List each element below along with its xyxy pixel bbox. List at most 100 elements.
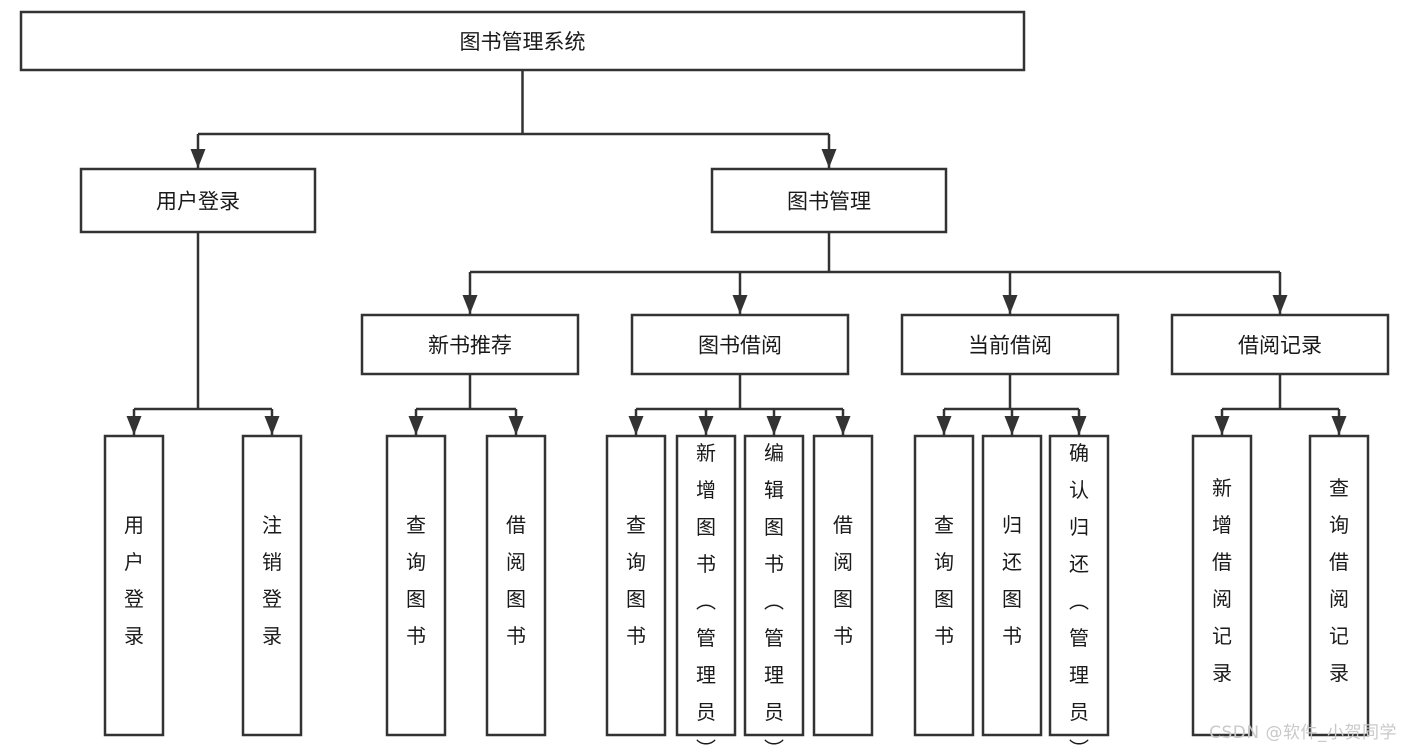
node-label-char: 录 bbox=[1329, 661, 1349, 685]
node-label-char: 阅 bbox=[1329, 587, 1349, 611]
node-label-char: 借 bbox=[1212, 550, 1232, 574]
node-label-char: 管 bbox=[1069, 626, 1089, 650]
node-label-char: 管 bbox=[696, 626, 716, 650]
node-label-char: 增 bbox=[696, 478, 716, 502]
node-label-char: 图 bbox=[626, 587, 646, 611]
node-label-char: 书 bbox=[934, 624, 954, 648]
node-label: 图书管理 bbox=[787, 190, 871, 214]
node-label-char: ︶ bbox=[1069, 737, 1089, 747]
arrow-head-icon bbox=[766, 416, 782, 435]
node-label-char: 注 bbox=[262, 513, 282, 537]
node-level3-3[interactable]: 借阅记录 bbox=[1170, 313, 1390, 376]
node-label-char: 录 bbox=[262, 624, 282, 648]
node-label-char: ︶ bbox=[696, 737, 716, 747]
arrow-head-icon bbox=[1004, 416, 1020, 435]
node-label-char: 理 bbox=[696, 663, 716, 687]
arrow-head-icon bbox=[1071, 416, 1087, 435]
node-label-char: 询 bbox=[626, 550, 646, 574]
node-label-char: 用 bbox=[124, 513, 144, 537]
arrow-head-icon bbox=[821, 149, 837, 168]
arrow-head-icon bbox=[408, 416, 424, 435]
node-level3-2[interactable]: 当前借阅 bbox=[900, 313, 1120, 376]
node-box bbox=[79, 167, 317, 234]
node-label-char: 理 bbox=[764, 663, 784, 687]
node-box bbox=[19, 10, 1026, 72]
arrow-head-icon bbox=[1331, 416, 1347, 435]
node-label: 借阅记录 bbox=[1238, 334, 1322, 358]
node-label-char: 书 bbox=[1002, 624, 1022, 648]
node-level3-1[interactable]: 图书借阅 bbox=[630, 313, 850, 376]
node-label-char: 辑 bbox=[764, 478, 784, 502]
node-label-char: 记 bbox=[1212, 624, 1232, 648]
node-box bbox=[812, 434, 874, 737]
arrow-head-icon bbox=[835, 416, 851, 435]
node-label-char: ︵ bbox=[764, 589, 784, 613]
node-label-char: ︶ bbox=[764, 737, 784, 747]
node-label-char: 还 bbox=[1069, 552, 1089, 576]
node-label-char: 书 bbox=[626, 624, 646, 648]
node-label-char: 登 bbox=[124, 587, 144, 611]
node-label: 当前借阅 bbox=[968, 334, 1052, 358]
node-label-char: 管 bbox=[764, 626, 784, 650]
node-box bbox=[1308, 434, 1370, 737]
node-box bbox=[1048, 434, 1110, 737]
node-level2-1[interactable]: 图书管理 bbox=[710, 167, 948, 234]
node-label-char: 询 bbox=[1329, 513, 1349, 537]
node-label-char: 归 bbox=[1002, 513, 1022, 537]
node-label: 图书管理系统 bbox=[460, 30, 586, 54]
node-label-char: 询 bbox=[406, 550, 426, 574]
node-label-char: 查 bbox=[406, 513, 426, 537]
node-level3-0[interactable]: 新书推荐 bbox=[360, 313, 580, 376]
node-root-图书管理系统[interactable]: 图书管理系统 bbox=[19, 10, 1026, 72]
node-label-char: 归 bbox=[1069, 515, 1089, 539]
node-label-char: 阅 bbox=[833, 550, 853, 574]
node-label-char: ︵ bbox=[696, 589, 716, 613]
arrow-head-icon bbox=[462, 295, 478, 314]
node-label-char: 确 bbox=[1069, 441, 1089, 465]
node-box bbox=[485, 434, 547, 737]
node-label-char: 借 bbox=[1329, 550, 1349, 574]
node-label-char: 图 bbox=[833, 587, 853, 611]
node-label-char: 查 bbox=[934, 513, 954, 537]
node-label-char: 员 bbox=[1069, 700, 1089, 724]
node-level2-0[interactable]: 用户登录 bbox=[79, 167, 317, 234]
node-label-char: 图 bbox=[406, 587, 426, 611]
node-label-char: 图 bbox=[1002, 587, 1022, 611]
arrow-head-icon bbox=[1272, 295, 1288, 314]
node-leaf-0[interactable]: 用户登录 bbox=[103, 434, 165, 737]
node-box bbox=[385, 434, 447, 737]
node-label-char: 书 bbox=[506, 624, 526, 648]
node-label-char: 图 bbox=[696, 515, 716, 539]
node-label: 用户登录 bbox=[156, 190, 240, 214]
node-label-char: 员 bbox=[764, 700, 784, 724]
watermark-label: CSDN @软件_小贺同学 bbox=[1209, 723, 1397, 743]
node-label-char: ︵ bbox=[1069, 589, 1089, 613]
node-box bbox=[1170, 313, 1390, 376]
node-box bbox=[675, 434, 737, 737]
arrow-head-icon bbox=[508, 416, 524, 435]
node-label-char: 新 bbox=[1212, 476, 1232, 500]
node-box bbox=[241, 434, 303, 737]
node-label-char: 录 bbox=[1212, 661, 1232, 685]
node-label-char: 借 bbox=[506, 513, 526, 537]
node-box bbox=[630, 313, 850, 376]
node-label-char: 图 bbox=[934, 587, 954, 611]
node-label-char: 阅 bbox=[1212, 587, 1232, 611]
node-label-char: 登 bbox=[262, 587, 282, 611]
arrow-head-icon bbox=[190, 149, 206, 168]
node-label-char: 图 bbox=[506, 587, 526, 611]
